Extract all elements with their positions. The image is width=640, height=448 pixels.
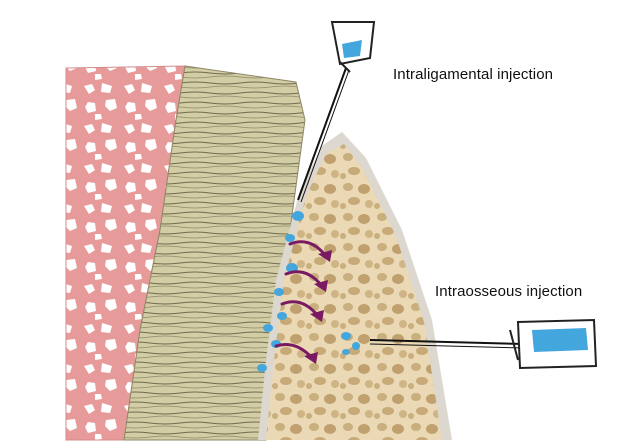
- droplet: [341, 332, 351, 340]
- droplet: [352, 342, 360, 350]
- intraosseous-needle: [369, 339, 525, 345]
- droplet: [342, 349, 350, 355]
- anesthetic-droplets: [257, 211, 360, 372]
- alveolar-bone: [266, 144, 442, 440]
- droplet: [263, 324, 273, 332]
- intraligamental-label: Intraligamental injection: [393, 66, 554, 83]
- arrowheads: [304, 250, 332, 364]
- intraosseous-label: Intraosseous injection: [435, 283, 583, 300]
- droplet: [292, 211, 304, 221]
- intraosseous-syringe: [369, 318, 598, 370]
- intraligamental-syringe: [297, 21, 376, 203]
- intraligamental-needle: [297, 67, 347, 201]
- droplet: [257, 364, 267, 372]
- droplet: [274, 288, 284, 296]
- droplet: [285, 234, 295, 242]
- droplet: [277, 312, 287, 320]
